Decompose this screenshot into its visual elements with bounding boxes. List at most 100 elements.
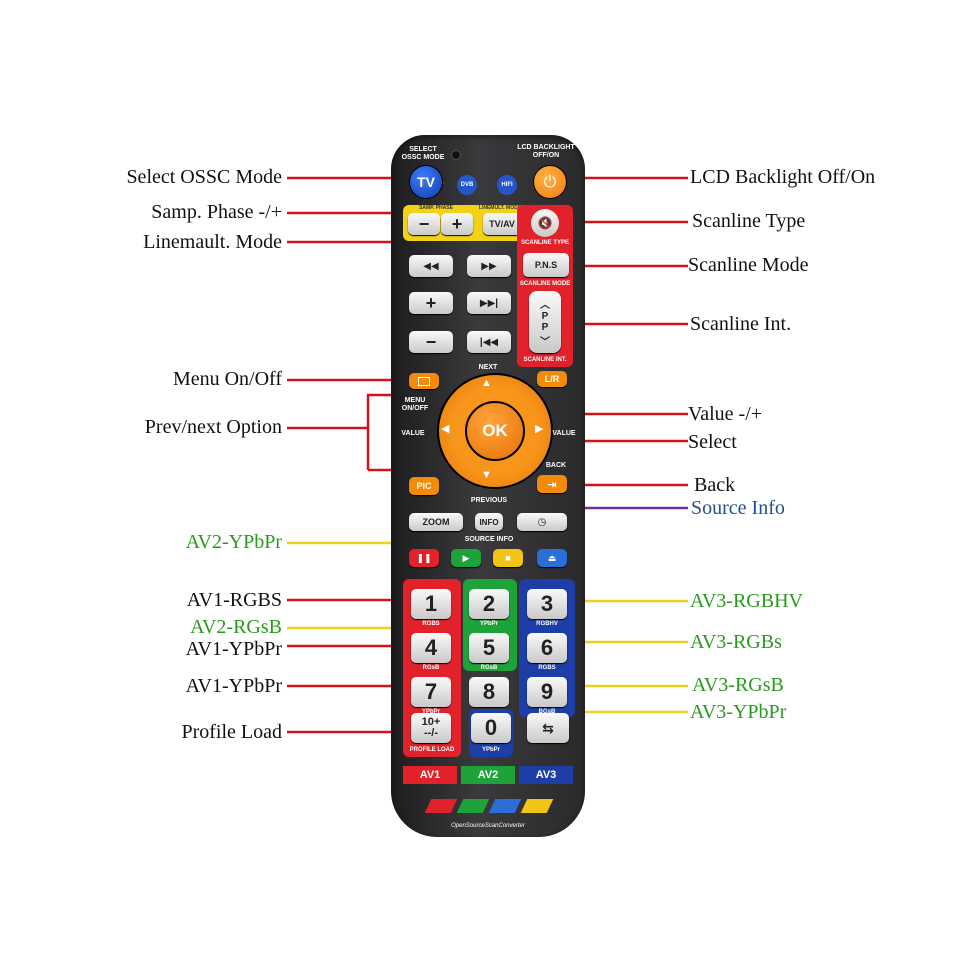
back-icon: ⇥: [547, 478, 557, 491]
chevron-up-icon: ︿: [540, 300, 550, 311]
av1-button[interactable]: AV1: [403, 766, 457, 784]
remote-control: SELECT OSSC MODE LCD BACKLIGHT OFF/ON TV…: [391, 135, 585, 837]
skip-next-button[interactable]: ▶▶|: [467, 292, 511, 314]
stop-icon: ■: [505, 553, 511, 563]
callout-av3-rgbs: AV3-RGBs: [690, 631, 782, 653]
digit-9-sub: BGsB: [538, 709, 556, 715]
scanline-type-button[interactable]: 🔇: [531, 209, 559, 237]
callout-av3-rgsb: AV3-RGsB: [692, 674, 784, 696]
callout-source-info: Source Info: [691, 497, 785, 519]
lcd-backlight-label: LCD BACKLIGHT OFF/ON: [517, 144, 575, 159]
hifi-button[interactable]: HIFI: [497, 175, 517, 195]
clock-button[interactable]: ◷: [517, 513, 567, 531]
ok-button[interactable]: OK: [465, 401, 525, 461]
skip-prev-button[interactable]: |◀◀: [467, 331, 511, 353]
plus-button[interactable]: +: [409, 292, 453, 314]
eject-button[interactable]: ⏏: [537, 549, 567, 567]
logo-block-red: [424, 799, 458, 813]
samp-phase-label: SAMP. PHASE: [419, 205, 453, 211]
digit-4-button[interactable]: 4: [411, 633, 451, 663]
brand-label: OpenSourceScanConverter: [451, 823, 525, 829]
logo-block-green: [456, 799, 490, 813]
ossc-logo: [419, 795, 559, 817]
pns-button[interactable]: P.N.S: [523, 253, 569, 277]
lr-button[interactable]: L/R: [537, 371, 567, 387]
value-right-label: VALUE: [552, 430, 576, 437]
callout-menu-onoff: Menu On/Off: [172, 368, 282, 390]
zoom-button[interactable]: ZOOM: [409, 513, 463, 531]
digit-4-sub: RGsB: [422, 665, 440, 671]
digit-5-sub: RGsB: [480, 665, 498, 671]
skip-prev-icon: |◀◀: [479, 336, 499, 348]
digit-5-button[interactable]: 5: [469, 633, 509, 663]
digit-7-sub: YPbPr: [421, 709, 440, 715]
rewind-icon: ◀◀: [423, 260, 439, 272]
profile-load-label: PROFILE LOAD: [409, 747, 455, 753]
digit-3-sub: RGBHV: [536, 621, 558, 627]
linemult-label: LINEMULT. MODE: [478, 205, 522, 211]
digit-0-button[interactable]: 0: [471, 713, 511, 743]
scanline-int-button[interactable]: ︿ P P ﹀: [529, 291, 561, 353]
digit-2-button[interactable]: 2: [469, 589, 509, 619]
dpad-up[interactable]: ▲: [481, 377, 492, 389]
stop-button[interactable]: ■: [493, 549, 523, 567]
digit-1-button[interactable]: 1: [411, 589, 451, 619]
minus-button[interactable]: −: [409, 331, 453, 353]
av2-button[interactable]: AV2: [461, 766, 515, 784]
digit-8-button[interactable]: 8: [469, 677, 509, 707]
digit-6-sub: RGBS: [538, 665, 556, 671]
logo-block-blue: [488, 799, 522, 813]
rewind-button[interactable]: ◀◀: [409, 255, 453, 277]
value-left-label: VALUE: [401, 430, 425, 437]
power-button[interactable]: ⏻: [533, 165, 567, 199]
callout-av3-rgbhv: AV3-RGBHV: [690, 590, 803, 612]
eject-icon: ⏏: [547, 552, 557, 563]
swap-icon: ⇆: [542, 719, 554, 736]
samp-plus-button[interactable]: +: [441, 213, 473, 235]
mute-icon: 🔇: [537, 215, 553, 230]
tvav-button[interactable]: TV/AV: [483, 213, 521, 235]
menu-icon: [418, 376, 430, 386]
digit-7-button[interactable]: 7: [411, 677, 451, 707]
digit-6-button[interactable]: 6: [527, 633, 567, 663]
skip-next-icon: ▶▶|: [479, 297, 499, 309]
dpad-down[interactable]: ▼: [481, 469, 492, 481]
digit-9-button[interactable]: 9: [527, 677, 567, 707]
dpad-left[interactable]: ◀: [441, 423, 450, 435]
dpad-right[interactable]: ▶: [535, 423, 544, 435]
logo-block-yellow: [520, 799, 554, 813]
forward-icon: ▶▶: [481, 260, 497, 272]
dvb-button[interactable]: DVB: [457, 175, 477, 195]
pic-button[interactable]: PIC: [409, 477, 439, 495]
callout-back: Back: [694, 474, 736, 496]
scanline-mode-label: SCANLINE MODE: [519, 281, 571, 287]
play-button[interactable]: ▶: [451, 549, 481, 567]
callout-linemult-mode: Linemault. Mode: [143, 231, 282, 253]
callout-scanline-mode: Scanline Mode: [688, 254, 809, 276]
callout-select: Select: [688, 431, 737, 453]
previous-label: PREVIOUS: [470, 497, 508, 504]
chevron-down-icon: ﹀: [540, 337, 550, 348]
samp-minus-button[interactable]: −: [408, 213, 440, 235]
forward-button[interactable]: ▶▶: [467, 255, 511, 277]
swap-button[interactable]: ⇆: [527, 713, 569, 743]
p-down-label: P: [541, 322, 549, 333]
digit-2-sub: YPbPr: [479, 621, 498, 627]
digit-3-button[interactable]: 3: [527, 589, 567, 619]
source-info-label: SOURCE INFO: [464, 536, 514, 543]
av3-button[interactable]: AV3: [519, 766, 573, 784]
tv-button[interactable]: TV: [409, 165, 443, 199]
select-mode-label: SELECT OSSC MODE: [401, 146, 445, 161]
menu-button[interactable]: [409, 373, 439, 389]
scanline-type-label: SCANLINE TYPE: [520, 240, 569, 246]
callout-av2-rgsb: AV2-RGsB: [190, 616, 282, 638]
tenplus-button[interactable]: 10+ --/-: [411, 713, 451, 743]
clock-icon: ◷: [537, 516, 547, 528]
pause-icon: ❚❚: [416, 552, 432, 563]
pause-button[interactable]: ❚❚: [409, 549, 439, 567]
callout-lcd-backlight: LCD Backlight Off/On: [690, 166, 876, 188]
back-button[interactable]: ⇥: [537, 475, 567, 493]
info-button[interactable]: INFO: [475, 513, 503, 531]
callout-av1-ypbpr-b: AV1-YPbPr: [185, 675, 282, 697]
